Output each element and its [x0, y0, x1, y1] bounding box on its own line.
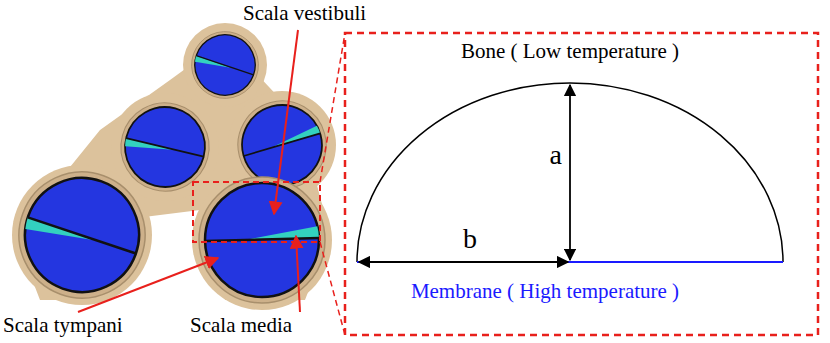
dimension-label: b: [463, 224, 477, 255]
zoom-guide: [320, 33, 345, 335]
zoom-panel: [345, 33, 818, 335]
turn-lumen: [9, 162, 155, 308]
turn-lumen: [205, 183, 319, 297]
bone-boundary: [357, 83, 783, 262]
dimension-arrow: [569, 85, 571, 260]
region-label: Bone ( Low temperature ): [461, 40, 679, 63]
basilar-membrane: [28, 215, 136, 257]
turn-lumen: [186, 26, 263, 103]
cochlear-turn: [111, 93, 219, 201]
leader-arrow: [274, 30, 298, 214]
scala-media-wedge: [194, 55, 231, 74]
basilar-membrane: [205, 238, 319, 241]
part-name: Scala tympani: [3, 314, 123, 337]
cochlear-turn: [1, 154, 162, 315]
turn-wall: [111, 93, 219, 201]
cochlear-turn: [199, 177, 325, 303]
turn-lumen: [116, 98, 214, 196]
cochlear-turn: [182, 22, 268, 108]
basilar-membrane: [126, 136, 204, 159]
bone-ring: [183, 23, 267, 107]
turn-wall: [1, 154, 162, 315]
turn-wall: [199, 177, 325, 303]
leader-arrow: [296, 236, 300, 312]
part-name: Scala media: [190, 314, 292, 337]
bone-ring: [192, 170, 332, 310]
basilar-membrane: [196, 54, 253, 76]
turn-wall: [182, 22, 268, 108]
scala-media-wedge: [24, 216, 93, 252]
leader-arrow: [78, 258, 218, 312]
dimension-arrow: [359, 261, 568, 263]
membrane-line: [357, 261, 783, 263]
zoom-region: [193, 182, 320, 242]
region-label: Membrane ( High temperature ): [411, 280, 679, 303]
part-name: Scala vestibuli: [243, 2, 366, 25]
dimension-label: a: [550, 140, 562, 171]
